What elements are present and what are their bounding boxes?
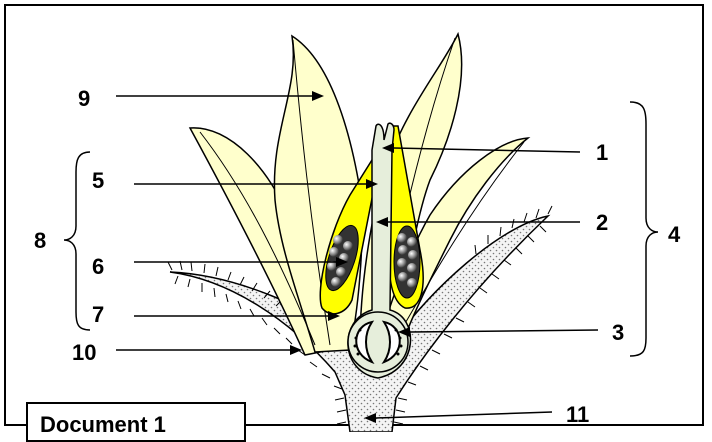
label-5: 5: [92, 168, 104, 193]
caption-text: Document 1: [40, 412, 166, 437]
label-10: 10: [72, 340, 96, 365]
flower-diagram: 9 5 8 6 7 10 1 2 4 3 11: [0, 0, 712, 432]
label-6: 6: [92, 254, 104, 279]
label-3: 3: [612, 320, 624, 345]
label-1: 1: [596, 140, 608, 165]
label-11: 11: [566, 402, 589, 427]
brace-4: [630, 102, 658, 356]
label-8: 8: [34, 228, 46, 253]
label-4: 4: [668, 222, 681, 247]
document-caption: Document 1: [26, 402, 246, 442]
label-2: 2: [596, 210, 608, 235]
brace-8: [64, 152, 90, 330]
label-7: 7: [92, 302, 104, 327]
label-9: 9: [78, 86, 90, 111]
